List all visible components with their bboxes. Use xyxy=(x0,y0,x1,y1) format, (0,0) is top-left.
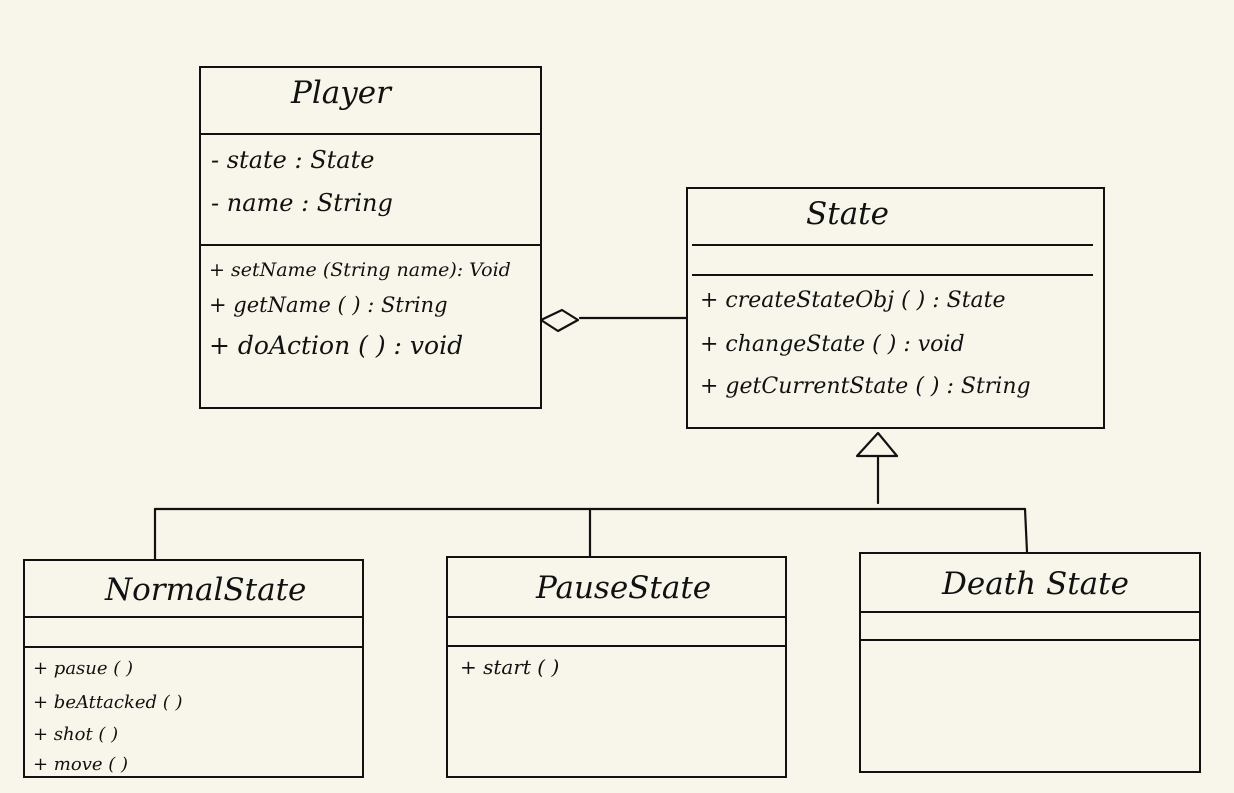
player-method-setname: + setName (String name): Void xyxy=(209,259,511,281)
player-attribute-name: - name : String xyxy=(211,189,393,217)
class-state-divider-methods xyxy=(692,274,1093,276)
class-pause-state-divider-attributes xyxy=(448,616,785,618)
class-player-divider-methods xyxy=(201,244,540,246)
inheritance-arrowhead xyxy=(855,431,899,458)
class-normal-state-divider-methods xyxy=(25,646,362,648)
class-pause-state-name: PauseState xyxy=(536,570,712,606)
normal-state-method-shot: + shot ( ) xyxy=(33,724,119,745)
class-state-divider-attributes xyxy=(692,244,1093,246)
class-normal-state-name: NormalState xyxy=(105,572,307,608)
class-state-name: State xyxy=(806,196,889,232)
player-method-getname: + getName ( ) : String xyxy=(209,293,448,317)
class-normal-state-divider-attributes xyxy=(25,616,362,618)
death-state-connector xyxy=(1023,507,1029,554)
class-player-divider-attributes xyxy=(201,133,540,135)
state-method-createstateobj: + createStateObj ( ) : State xyxy=(700,288,1006,313)
class-pause-state: PauseState + start ( ) xyxy=(446,556,787,778)
class-normal-state: NormalState + pasue ( ) + beAttacked ( )… xyxy=(23,559,364,778)
normal-state-method-beattacked: + beAttacked ( ) xyxy=(33,692,183,713)
state-method-changestate: + changeState ( ) : void xyxy=(700,332,965,357)
aggregation-diamond xyxy=(539,308,580,333)
class-player: Player - state : State - name : String +… xyxy=(199,66,542,409)
class-death-state-divider-methods xyxy=(861,639,1199,641)
class-death-state: Death State xyxy=(859,552,1201,773)
normal-state-method-move: + move ( ) xyxy=(33,754,129,775)
pause-state-method-start: + start ( ) xyxy=(460,655,560,679)
player-attribute-state: - state : State xyxy=(211,146,375,174)
player-method-doaction: + doAction ( ) : void xyxy=(209,331,464,360)
class-player-name: Player xyxy=(291,75,391,111)
state-method-getcurrentstate: + getCurrentState ( ) : String xyxy=(700,374,1031,399)
class-death-state-divider-attributes xyxy=(861,611,1199,613)
normal-state-method-pasue: + pasue ( ) xyxy=(33,658,134,679)
class-pause-state-divider-methods xyxy=(448,645,785,647)
class-state: State + createStateObj ( ) : State + cha… xyxy=(686,187,1105,429)
class-death-state-name: Death State xyxy=(942,566,1129,602)
